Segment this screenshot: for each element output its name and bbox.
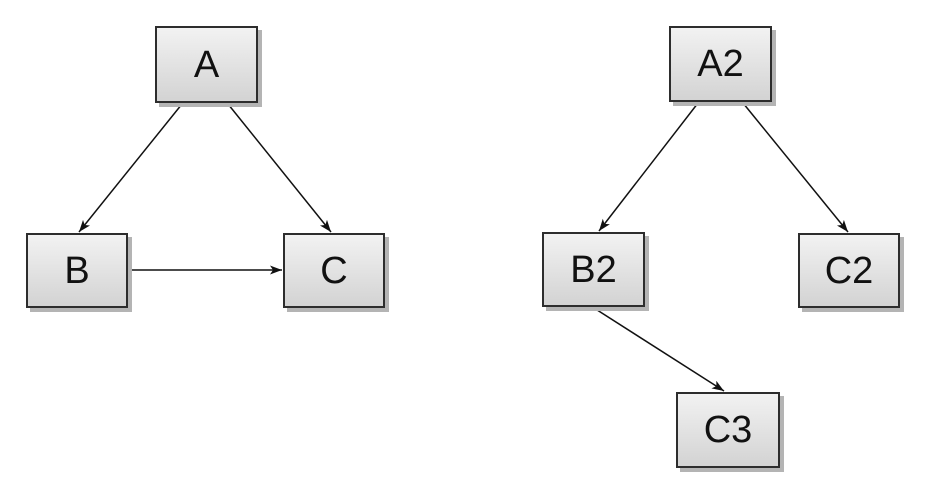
node-c[interactable]: C (283, 233, 385, 308)
node-c3-label: C3 (703, 409, 753, 451)
node-a2[interactable]: A2 (669, 26, 772, 102)
edge-A-B (78, 103, 183, 233)
node-a2-label: A2 (697, 43, 744, 85)
node-b[interactable]: B (26, 233, 128, 308)
edge-B2-C3 (593, 307, 725, 392)
node-b2[interactable]: B2 (542, 232, 645, 307)
node-b-label: B (64, 249, 90, 292)
edge-A-C (227, 103, 332, 233)
node-a[interactable]: A (155, 26, 258, 103)
edge-A2-C2 (742, 102, 849, 233)
node-c2[interactable]: C2 (798, 233, 900, 308)
node-c3[interactable]: C3 (676, 392, 780, 468)
node-c2-label: C2 (824, 249, 874, 292)
edge-A2-B2 (598, 102, 699, 232)
node-c-label: C (320, 249, 348, 292)
node-a-label: A (193, 43, 220, 86)
node-b2-label: B2 (570, 248, 617, 291)
